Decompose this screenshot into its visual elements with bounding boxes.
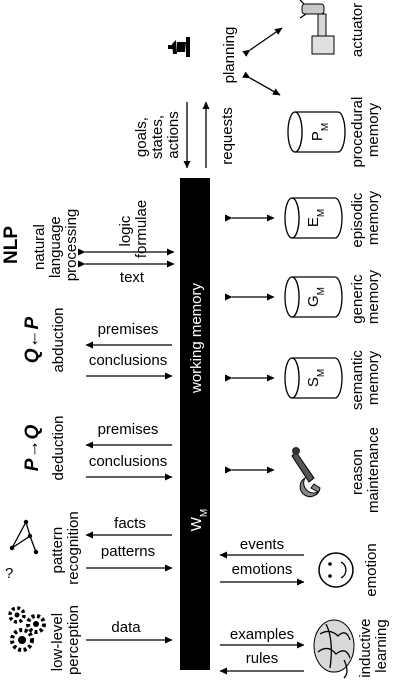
events-label: events	[240, 536, 284, 553]
planning-actuator-arrow	[242, 27, 283, 57]
procedural-memory-label: procedural memory	[349, 92, 382, 167]
data-label: data	[111, 619, 141, 636]
low-level-perception-label: low-level perception	[49, 605, 82, 675]
robot-arm-icon	[299, 0, 335, 55]
working-memory-label: working memory	[188, 282, 205, 394]
examples-label: examples	[230, 626, 294, 643]
wm-symbol: WM	[188, 509, 210, 532]
working-memory-bar: working memory WM	[180, 178, 210, 670]
abduction-label: abduction	[50, 307, 67, 372]
pattern-in-label: facts	[114, 515, 146, 532]
deduction-label: deduction	[50, 415, 67, 480]
smiley-icon	[318, 552, 354, 588]
nlp-out-label: text	[120, 269, 145, 286]
svg-text:EM: EM	[305, 209, 327, 227]
episodic-memory-cylinder: EM	[284, 197, 343, 239]
graph-icon: ?	[5, 519, 39, 582]
nlp-title: NLP	[1, 226, 22, 264]
emotions-label: emotions	[232, 561, 293, 578]
svg-text:?: ?	[5, 565, 13, 582]
gears-icon	[8, 606, 46, 652]
inductive-learning-label: inductive learning	[357, 614, 390, 677]
abduction-out-label: conclusions	[89, 352, 167, 369]
pattern-recognition-label: pattern recognition	[49, 511, 82, 584]
planning-procedural-arrow	[242, 71, 281, 96]
pattern-out-label: patterns	[101, 543, 155, 560]
goals-states-actions-label: goals, states, actions	[133, 111, 182, 159]
actuator-label: actuator	[349, 3, 366, 57]
nlp-in-label: logic formulae	[117, 200, 150, 258]
abduction-in-label: premises	[98, 321, 159, 338]
reason-maintenance-label: reason maintenance	[349, 427, 382, 513]
wrench-icon	[291, 447, 321, 498]
emotion-label: emotion	[363, 543, 380, 596]
brain-icon	[313, 619, 355, 679]
svg-text:PM: PM	[309, 123, 331, 141]
episodic-memory-label: episodic memory	[349, 188, 382, 247]
planning-label: planning	[221, 27, 238, 84]
procedural-memory-cylinder: PM	[287, 111, 346, 153]
generic-memory-cylinder: GM	[284, 276, 343, 318]
semantic-memory-label: semantic memory	[349, 346, 382, 410]
requests-label: requests	[219, 107, 236, 165]
nlp-description: natural language processing	[31, 209, 80, 282]
deduction-in-label: premises	[98, 421, 159, 438]
generic-memory-label: generic memory	[349, 269, 382, 324]
svg-text:GM: GM	[305, 287, 327, 307]
abduction-title: Q←P	[22, 316, 43, 363]
semantic-memory-cylinder: SM	[284, 357, 343, 399]
chess-pawn-icon	[168, 37, 190, 57]
rules-label: rules	[246, 650, 279, 667]
deduction-title: P→Q	[22, 425, 43, 472]
deduction-out-label: conclusions	[89, 453, 167, 470]
svg-text:SM: SM	[305, 369, 327, 387]
